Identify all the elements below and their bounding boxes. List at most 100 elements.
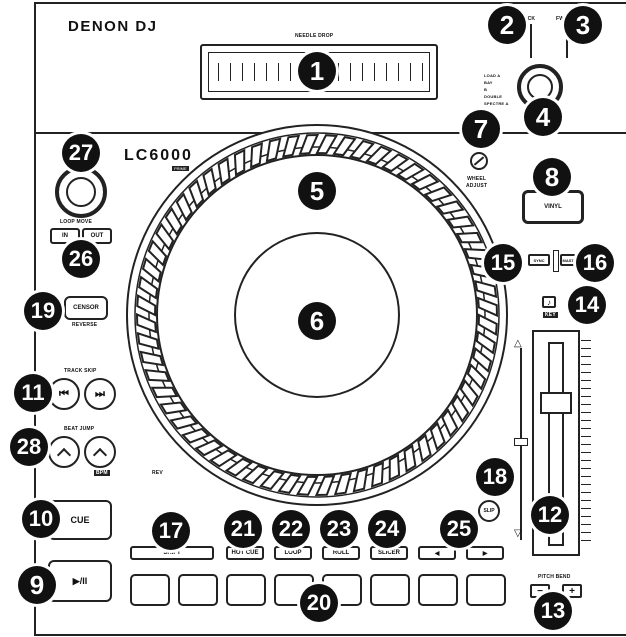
performance-pad[interactable] (370, 574, 410, 606)
jog-wheel-segment (475, 330, 496, 355)
jog-wheel-segment (388, 453, 401, 482)
jog-wheel-segment (332, 136, 357, 157)
callout-25: 25 (440, 510, 478, 548)
jog-wheel-segment (370, 461, 384, 488)
jog-wheel-segment (135, 312, 158, 334)
jog-wheel-segment (224, 457, 253, 477)
param-right-button[interactable]: ▶ (466, 546, 504, 560)
callout-27: 27 (62, 134, 100, 172)
track-next-button[interactable]: ⏭ (84, 378, 116, 410)
chevron-up-icon (92, 447, 108, 462)
pitch-fader-track[interactable] (532, 330, 580, 556)
callout-14: 14 (568, 286, 606, 324)
jog-wheel-segment (188, 179, 205, 209)
play-pause-button[interactable]: ▶/II (48, 560, 112, 602)
loop-move-label: LOOP MOVE (60, 219, 92, 225)
jog-wheel-segment (250, 142, 264, 169)
jog-wheel-segment (435, 200, 465, 215)
callout-21: 21 (224, 510, 262, 548)
performance-pad[interactable] (130, 574, 170, 606)
jog-wheel-segment (241, 464, 269, 485)
callout-15: 15 (484, 244, 522, 282)
pitch-scale-ticks (581, 340, 591, 546)
model-sub-label: PRIME (172, 166, 189, 171)
jog-wheel-segment (296, 475, 319, 496)
jog-wheel-segment (476, 296, 499, 318)
jog-wheel-segment (265, 137, 282, 163)
jog-wheel-segment (138, 275, 159, 300)
callout-17: 17 (152, 512, 190, 550)
model-label: LC6000 (124, 147, 193, 164)
callout-23: 23 (320, 510, 358, 548)
jog-wheel-segment (136, 331, 160, 351)
param-left-button[interactable]: ◀ (418, 546, 456, 560)
callout-24: 24 (368, 510, 406, 548)
jog-wheel-segment (136, 294, 157, 317)
jog-wheel-segment (147, 239, 168, 267)
pitch-up-arrow-icon: △ (514, 338, 522, 349)
beat-jump-back-button[interactable] (48, 436, 80, 468)
pitch-fader-cap[interactable] (540, 392, 572, 414)
back-label: BACK (520, 16, 536, 22)
beat-jump-label: BEAT JUMP (64, 426, 95, 432)
jog-wheel-segment (259, 470, 286, 491)
slicer-mode-button[interactable]: SLICER (370, 546, 408, 560)
pitch-bend-plus-button[interactable]: + (562, 584, 582, 598)
key-button[interactable]: ♪ (542, 296, 556, 308)
callout-4: 4 (524, 98, 562, 136)
performance-pad[interactable] (226, 574, 266, 606)
loop-out-button[interactable]: OUT (82, 228, 112, 244)
jog-wheel-segment (277, 473, 302, 494)
jog-wheel-segment (466, 363, 487, 391)
callout-9: 9 (18, 566, 56, 604)
jog-wheel-segment (298, 133, 320, 156)
track-skip-label: TRACK SKIP (64, 368, 97, 374)
hot-cue-button[interactable]: HOT CUE (226, 546, 264, 560)
callout-13: 13 (534, 592, 572, 630)
back-fwd-rail[interactable] (530, 24, 568, 58)
callout-22: 22 (272, 510, 310, 548)
wheel-adjust-screw[interactable] (470, 152, 488, 170)
jog-wheel-segment (446, 215, 475, 229)
censor-button[interactable]: CENSOR (64, 296, 108, 320)
jog-wheel-segment (477, 313, 498, 336)
roll-mode-button[interactable]: ROLL (322, 546, 360, 560)
callout-19: 19 (24, 292, 62, 330)
needle-drop-label: NEEDLE DROP (295, 33, 334, 39)
pitch-down-arrow-icon: ▽ (514, 528, 522, 539)
performance-pad[interactable] (178, 574, 218, 606)
jog-wheel-segment (150, 386, 179, 399)
slot-icon (473, 156, 485, 166)
track-prev-button[interactable]: ⏮ (48, 378, 80, 410)
pitch-center-mark (514, 438, 528, 446)
callout-16: 16 (576, 244, 614, 282)
jog-wheel-segment (164, 206, 183, 236)
jog-wheel-segment (139, 350, 165, 367)
slip-button[interactable]: SLIP (478, 500, 500, 522)
jog-wheel-segment (181, 427, 211, 444)
callout-5: 5 (298, 172, 336, 210)
callout-2: 2 (488, 6, 526, 44)
jog-wheel-segment (202, 167, 217, 197)
jog-wheel-segment (155, 222, 175, 251)
jog-wheel-segment (141, 257, 162, 284)
performance-pad[interactable] (466, 574, 506, 606)
sync-button[interactable]: SYNC (528, 254, 550, 266)
beat-jump-fwd-button[interactable] (84, 436, 116, 468)
jog-wheel-segment (474, 279, 498, 299)
jog-wheel-segment (333, 472, 353, 496)
rev-label: REV (152, 470, 163, 476)
pitch-fader-slot (548, 342, 564, 546)
loop-in-button[interactable]: IN (50, 228, 80, 244)
callout-1: 1 (298, 52, 336, 90)
callout-20: 20 (300, 584, 338, 622)
callout-7: 7 (462, 110, 500, 148)
key-label: KEY (543, 312, 558, 318)
jog-wheel-segment (455, 231, 484, 244)
jog-wheel-segment (144, 368, 171, 382)
loop-mode-button[interactable]: LOOP (274, 546, 312, 560)
performance-pad[interactable] (418, 574, 458, 606)
jog-wheel-segment (159, 401, 188, 415)
callout-18: 18 (476, 458, 514, 496)
pitch-bend-label: PITCH BEND (538, 574, 571, 580)
